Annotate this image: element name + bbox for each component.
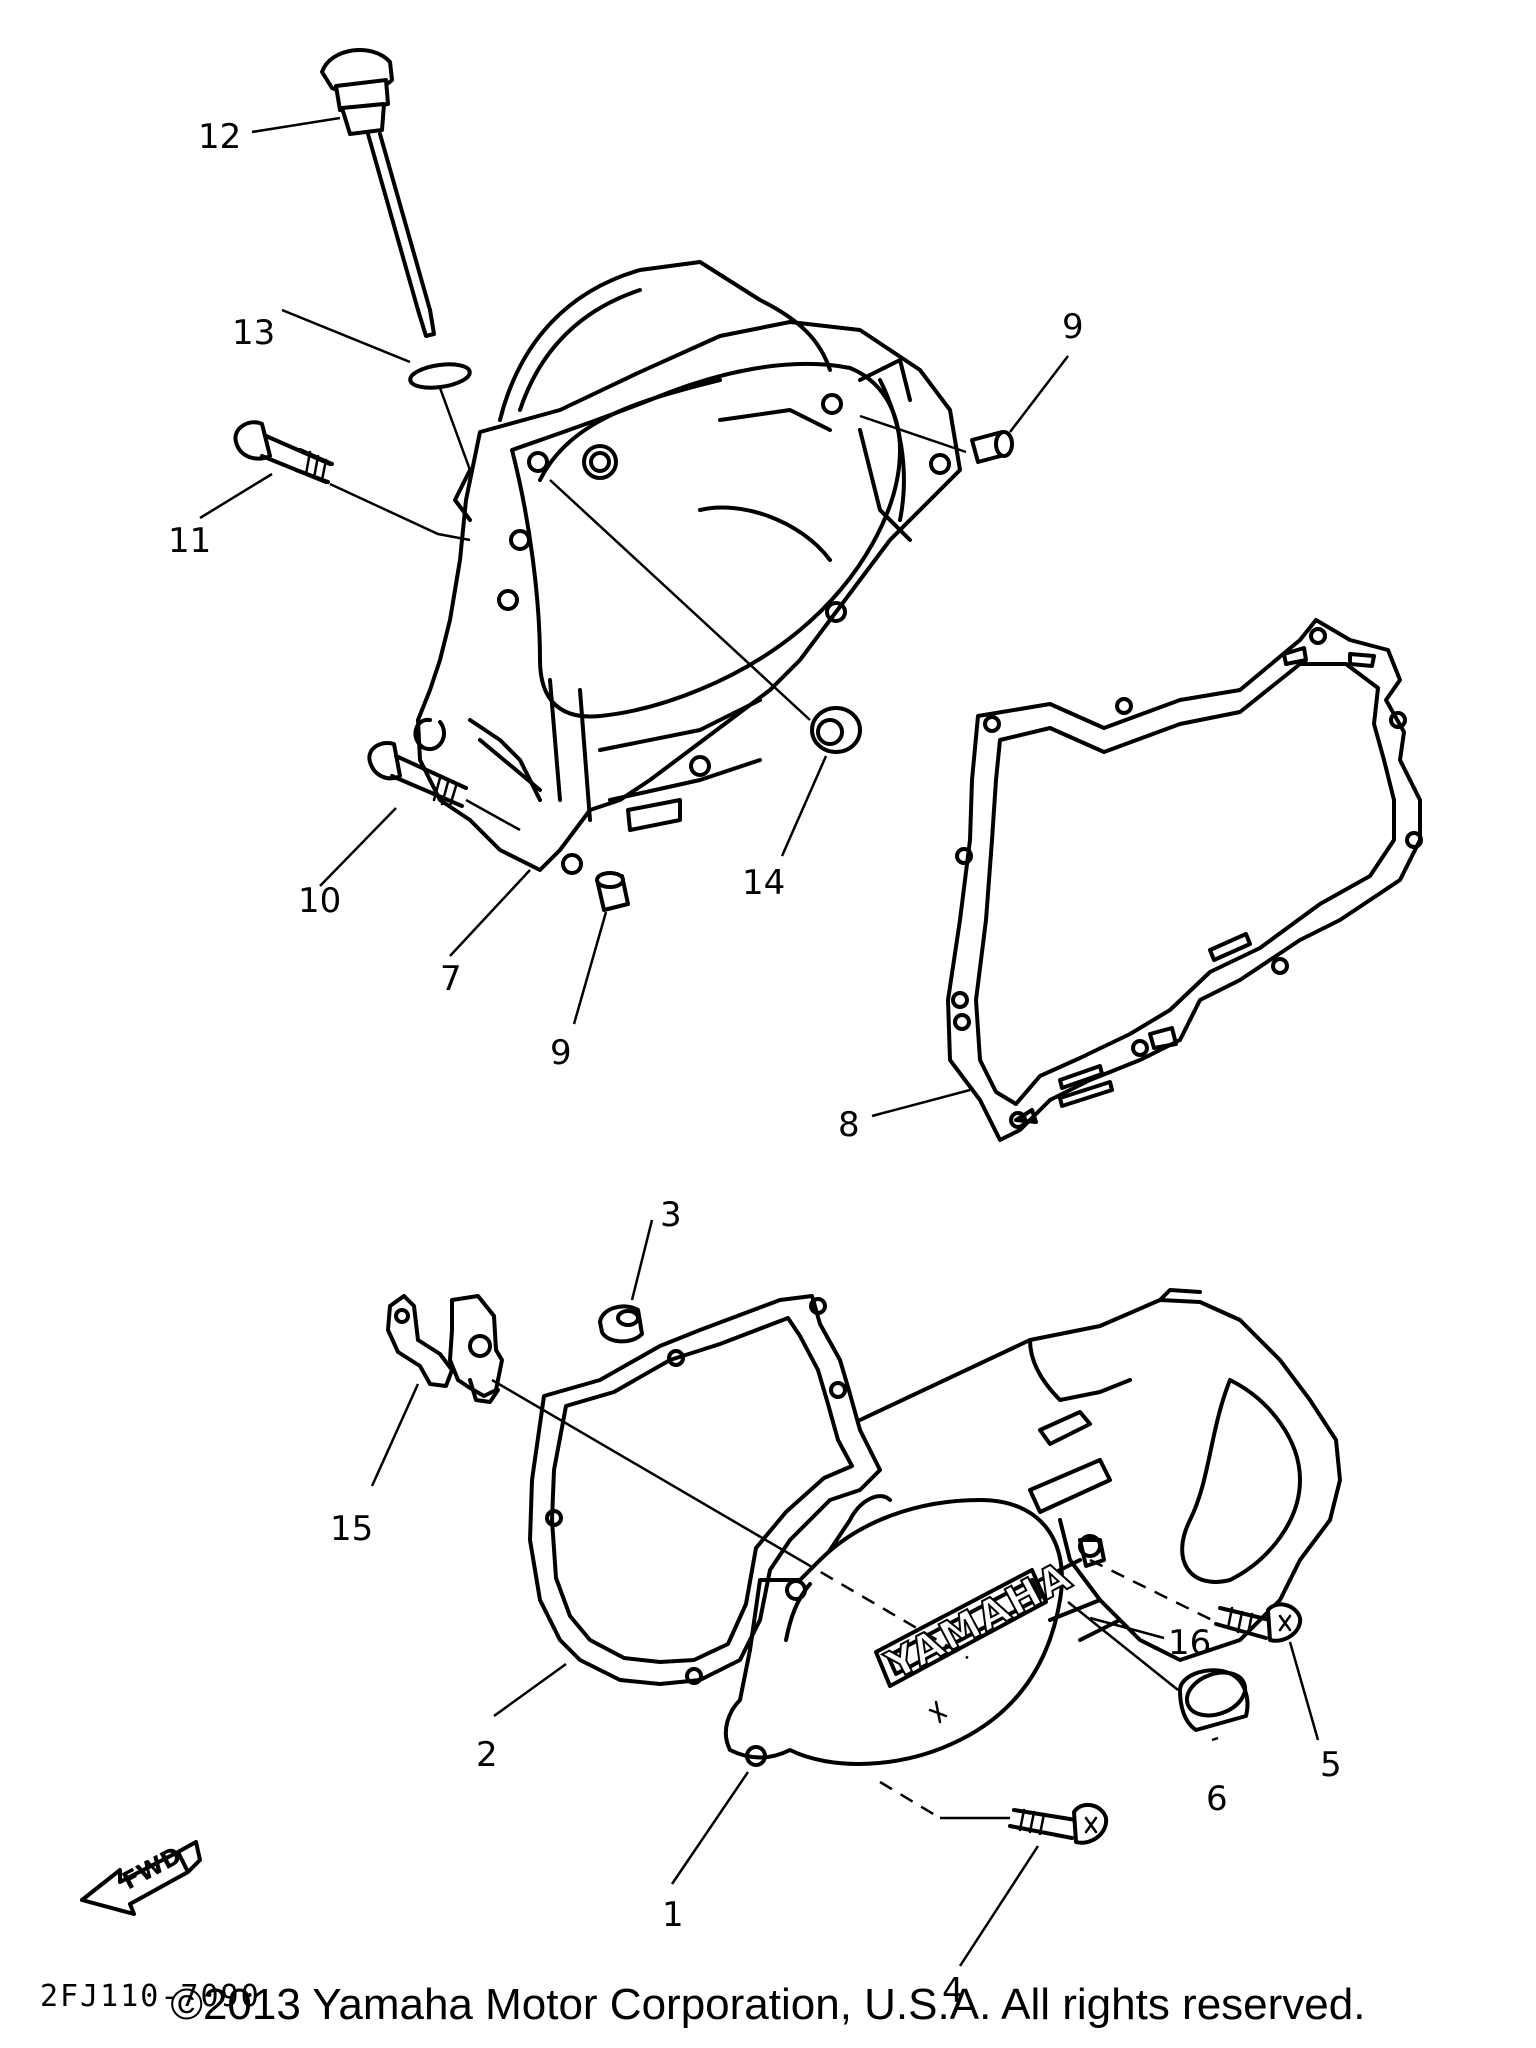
callout-15: 15	[330, 1509, 373, 1549]
bolt-part-4[interactable]	[1008, 1802, 1109, 1845]
callout-11: 11	[168, 521, 211, 561]
callout-3: 3	[660, 1195, 682, 1235]
grommet-part-16[interactable]	[1078, 1538, 1106, 1568]
callout-9a: 9	[1062, 307, 1084, 347]
leader-lines	[199, 116, 1320, 1967]
callout-labels: 12 13 11 9 10 7 9 14 8 3 15 16 2 5 6 1 4…	[40, 117, 1342, 2014]
callout-7: 7	[440, 959, 462, 999]
o-ring-part-13[interactable]	[408, 361, 472, 391]
plug-part-6[interactable]	[1178, 1665, 1251, 1732]
callout-10: 10	[298, 881, 341, 921]
crankcase-cover-part-7[interactable]	[413, 260, 962, 875]
callout-1: 1	[662, 1895, 684, 1935]
callout-2: 2	[476, 1735, 498, 1775]
oil-seal-part-14[interactable]	[810, 706, 862, 754]
callout-6: 6	[1206, 1779, 1228, 1819]
callout-16: 16	[1168, 1623, 1211, 1663]
bolt-part-5[interactable]	[1214, 1602, 1303, 1643]
bolt-part-11[interactable]	[233, 420, 334, 484]
dowel-pin-upper-part-9[interactable]	[970, 430, 1014, 464]
callout-12: 12	[198, 117, 241, 157]
callout-13: 13	[232, 313, 275, 353]
callout-5: 5	[1320, 1745, 1342, 1785]
callout-9b: 9	[550, 1033, 572, 1073]
callout-14: 14	[742, 863, 785, 903]
callout-4: 4	[942, 1971, 964, 2011]
bracket-part-15[interactable]	[386, 1294, 504, 1404]
forward-direction-arrow: FWD	[80, 1840, 202, 1916]
copyright-notice: ©2013 Yamaha Motor Corporation, U.S.A. A…	[170, 1980, 1366, 2029]
bolt-part-10[interactable]	[367, 741, 468, 808]
dipstick-part-12[interactable]	[320, 47, 436, 338]
gasket-part-2[interactable]	[528, 1294, 882, 1686]
drawing-code: 2FJ110-7090	[40, 1979, 261, 2014]
gasket-part-8[interactable]	[946, 618, 1423, 1142]
grommet-part-3[interactable]	[598, 1304, 644, 1344]
dowel-pin-lower-part-9[interactable]	[595, 871, 630, 912]
callout-8: 8	[838, 1105, 860, 1145]
